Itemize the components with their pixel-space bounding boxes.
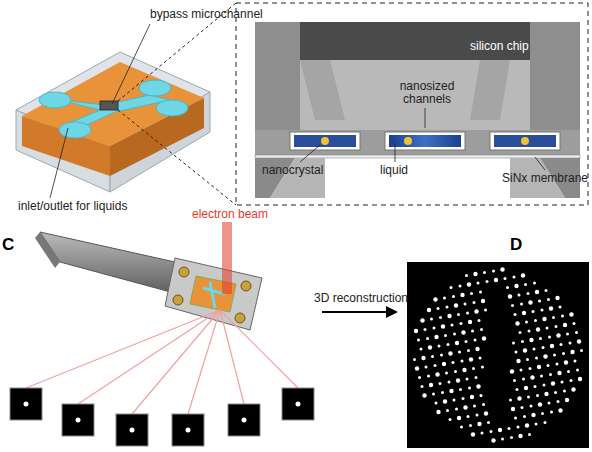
beam-label: electron beam [192, 208, 268, 221]
part-label: nanocrystal [262, 164, 323, 177]
part-label: inlet/outlet for liquids [18, 200, 127, 213]
arrow-label: 3D reconstruction [314, 292, 408, 305]
panel-letter: C [2, 236, 14, 254]
part-label: silicon chip [470, 40, 529, 53]
part-label: nanosized channels [392, 80, 462, 106]
part-label: liquid [380, 164, 408, 177]
part-label: bypass microchannel [150, 8, 263, 21]
panel-letter: D [510, 236, 522, 254]
part-label: SiNx membrane [502, 172, 588, 185]
